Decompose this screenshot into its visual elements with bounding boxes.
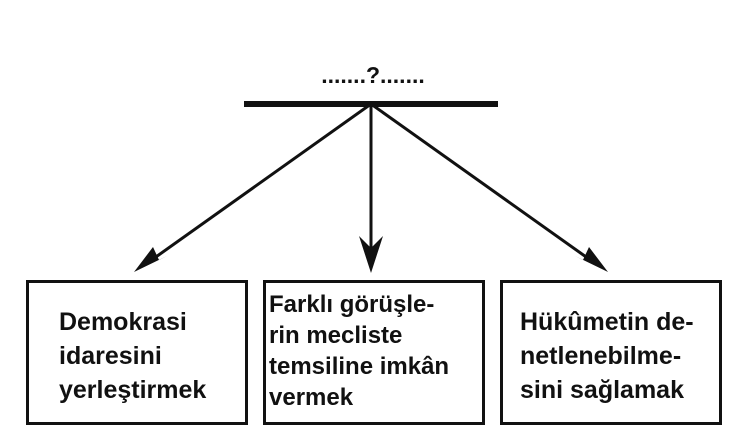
box-1-line-1: Demokrasi bbox=[59, 308, 187, 336]
box-2-line-1: Farklı görüşle- bbox=[269, 291, 435, 318]
box-2-line-3: temsiline imkân bbox=[269, 353, 450, 380]
box-1-line-3: yerleştirmek bbox=[59, 376, 207, 404]
arrow-right-shaft bbox=[370, 102, 597, 266]
box-3-line-1: Hükûmetin de- bbox=[520, 308, 694, 336]
arrow-center-head bbox=[359, 236, 383, 273]
diagram-title: .......?....... bbox=[321, 62, 425, 88]
box-1-line-2: idaresini bbox=[59, 342, 162, 370]
box-3-line-3: sini sağlamak bbox=[520, 376, 684, 404]
box-2-line-4: vermek bbox=[269, 384, 354, 411]
arrow-right-head bbox=[575, 247, 608, 272]
box-2-line-2: rin mecliste bbox=[269, 322, 403, 349]
option-box-2: Farklı görüşle- rin mecliste temsiline i… bbox=[263, 280, 485, 425]
option-box-3: Hükûmetin de- netlenebilme- sini sağlama… bbox=[500, 280, 722, 425]
box-3-line-2: netlenebilme- bbox=[520, 342, 682, 370]
arrow-left-head bbox=[134, 247, 167, 272]
option-box-1: Demokrasi idaresini yerleştirmek bbox=[26, 280, 248, 425]
arrow-left-shaft bbox=[145, 102, 372, 266]
